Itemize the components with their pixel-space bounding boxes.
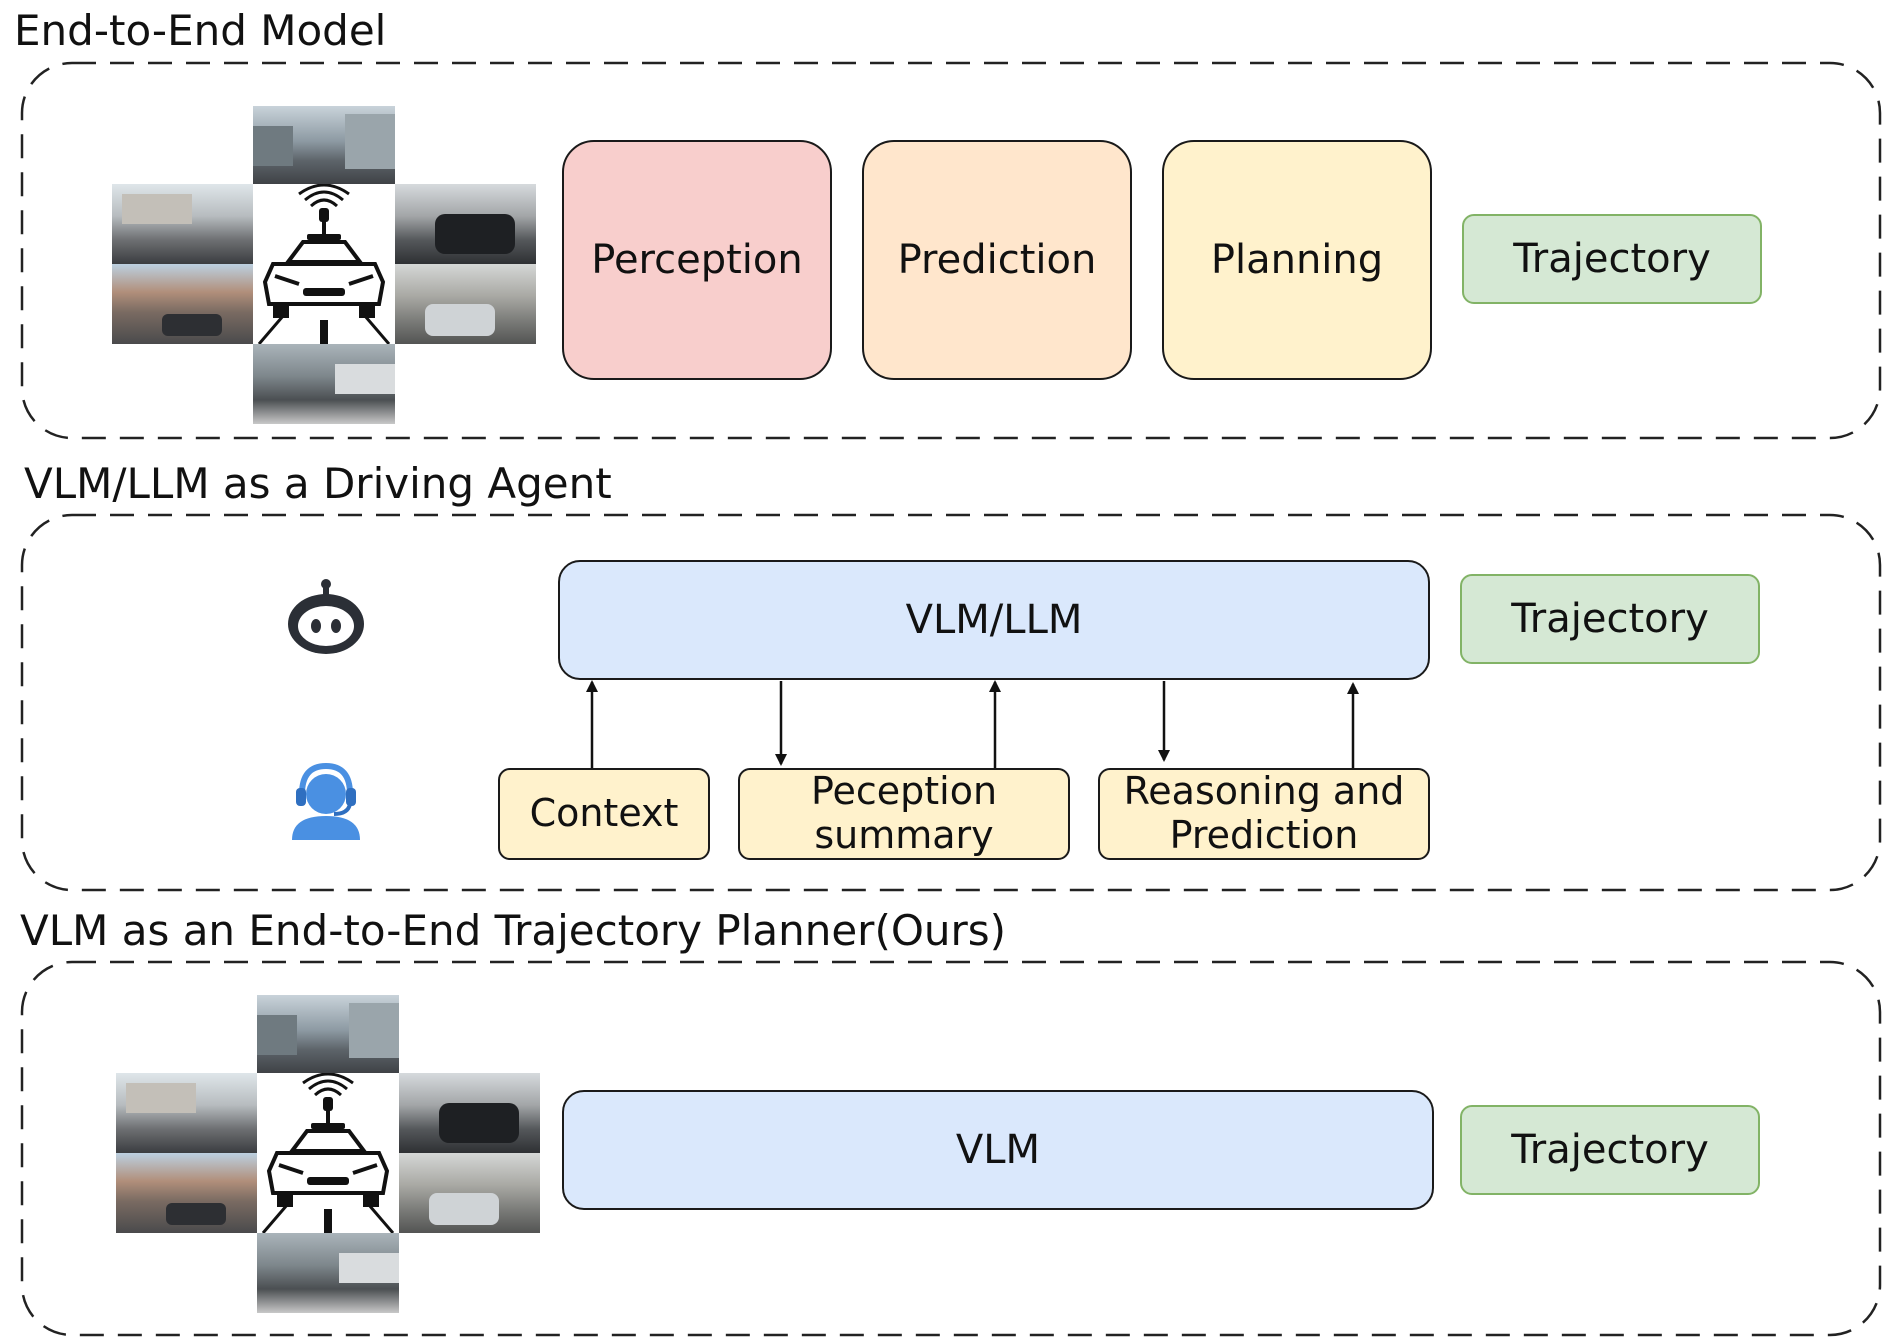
context-label: Context	[529, 791, 679, 836]
e2e-trajectory-label: Trajectory	[1513, 236, 1711, 282]
perception-summary-line2: summary	[814, 813, 994, 857]
vlm-llm-label: VLM/LLM	[905, 597, 1083, 643]
ours-trajectory-block: Trajectory	[1460, 1105, 1760, 1195]
planning-label: Planning	[1210, 237, 1384, 283]
agent-section-title: VLM/LLM as a Driving Agent	[24, 459, 612, 508]
perception-summary-block: Peception summary	[738, 768, 1070, 860]
vlm-label: VLM	[955, 1127, 1041, 1173]
camera-front-right	[399, 1073, 540, 1153]
vlm-llm-block: VLM/LLM	[558, 560, 1430, 680]
camera-view-thumbnails-ours	[116, 995, 540, 1313]
agent-trajectory-label: Trajectory	[1511, 596, 1709, 642]
perception-label: Perception	[591, 237, 803, 283]
autonomous-car-icon	[257, 1072, 399, 1234]
ours-section-title: VLM as an End-to-End Trajectory Planner(…	[20, 906, 1007, 955]
ours-section-frame	[20, 960, 1882, 1337]
reasoning-line1: Reasoning and	[1123, 769, 1405, 814]
planning-block: Planning	[1162, 140, 1432, 380]
autonomous-car-icon	[253, 183, 395, 345]
vlm-block: VLM	[562, 1090, 1434, 1210]
camera-rear-left	[116, 1153, 257, 1233]
reasoning-line2: Prediction	[1169, 813, 1359, 857]
camera-front-left	[112, 184, 253, 264]
camera-rear-left	[112, 264, 253, 344]
agent-section-frame	[20, 513, 1882, 892]
camera-front	[257, 995, 399, 1073]
perception-block: Perception	[562, 140, 832, 380]
camera-rear-right	[395, 264, 536, 344]
e2e-section-title: End-to-End Model	[14, 6, 387, 55]
camera-view-thumbnails	[112, 106, 536, 424]
perception-summary-line1: Peception	[810, 769, 998, 814]
prediction-block: Prediction	[862, 140, 1132, 380]
camera-rear-right	[399, 1153, 540, 1233]
context-block: Context	[498, 768, 710, 860]
camera-front-left	[116, 1073, 257, 1153]
headset-operator-icon	[288, 760, 364, 840]
camera-rear	[257, 1233, 399, 1313]
prediction-label: Prediction	[897, 237, 1097, 283]
camera-front-right	[395, 184, 536, 264]
agent-trajectory-block: Trajectory	[1460, 574, 1760, 664]
robot-icon	[284, 578, 368, 654]
camera-front	[253, 106, 395, 184]
ours-trajectory-label: Trajectory	[1511, 1127, 1709, 1173]
e2e-section-frame	[20, 61, 1882, 440]
reasoning-prediction-block: Reasoning and Prediction	[1098, 768, 1430, 860]
camera-rear	[253, 344, 395, 424]
e2e-trajectory-block: Trajectory	[1462, 214, 1762, 304]
